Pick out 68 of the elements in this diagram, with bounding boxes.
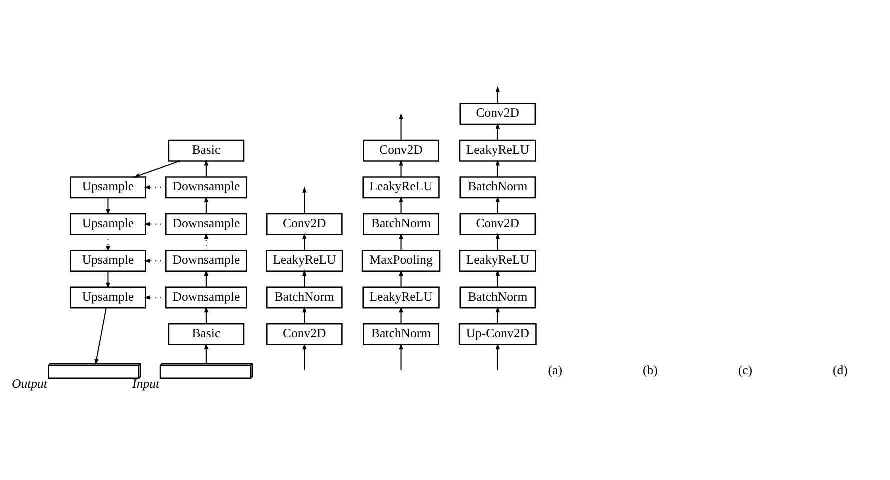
arrow: [204, 270, 209, 288]
arrow: [496, 344, 500, 370]
node-box: LeakyReLU: [362, 176, 440, 199]
arrow: [496, 233, 500, 251]
arrow: [496, 306, 500, 324]
label: (a): [548, 363, 562, 378]
node-box: LeakyReLU: [459, 140, 536, 162]
node-box: LeakyReLU: [362, 286, 440, 309]
arrow: [106, 198, 110, 216]
arrow: [134, 160, 180, 178]
arrow: [496, 122, 500, 140]
node-box: Conv2D: [460, 213, 536, 236]
node-box: Conv2D: [363, 140, 440, 162]
node-box: Downsample: [165, 176, 248, 199]
node-box: LeakyReLU: [459, 250, 536, 272]
arrow: [496, 270, 500, 288]
node-box: Conv2D: [266, 213, 343, 236]
node-box: Up-Conv2D: [458, 324, 537, 346]
node-label: Input: [132, 376, 160, 391]
arrow: [302, 306, 307, 324]
arrow: [106, 234, 110, 252]
arrow: [302, 186, 307, 214]
arrow: [399, 160, 404, 178]
arrow: [496, 86, 500, 104]
arrow: [144, 258, 166, 264]
arrow: [399, 196, 404, 214]
arrow: [144, 296, 166, 300]
node-box: Upsample: [70, 213, 146, 236]
node-label: Output: [12, 376, 48, 391]
arrow: [496, 196, 500, 214]
arrow: [204, 343, 209, 364]
arrow: [302, 270, 307, 288]
node-box: BatchNorm: [363, 324, 440, 346]
node-box: Conv2D: [266, 324, 343, 346]
node-box: BatchNorm: [460, 176, 536, 199]
arrow: [496, 160, 500, 178]
node-box: Basic: [168, 324, 245, 346]
node-box: MaxPooling: [362, 250, 441, 272]
node-box: Upsample: [70, 176, 146, 199]
arrow: [94, 308, 107, 366]
node-box: Basic: [168, 140, 245, 162]
arrow: [399, 113, 404, 140]
arrow: [302, 344, 307, 370]
label: (d): [833, 363, 848, 378]
arrow: [399, 270, 404, 288]
arrow: [204, 233, 209, 251]
node-box: LeakyReLU: [266, 250, 344, 272]
arrow: [302, 233, 307, 251]
arrow: [144, 222, 166, 226]
arrow: [204, 160, 209, 178]
node-box: Downsample: [165, 213, 248, 236]
node-box: Upsample: [70, 250, 146, 272]
node-box: Downsample: [165, 250, 248, 272]
arrow: [106, 271, 110, 289]
node-box: BatchNorm: [460, 286, 536, 309]
node-box: Conv2D: [460, 103, 536, 126]
arrow: [204, 196, 209, 214]
label: (b): [642, 363, 658, 378]
node-box: BatchNorm: [266, 286, 343, 309]
arrow: [399, 233, 404, 251]
node-box: BatchNorm: [363, 213, 440, 236]
label: (c): [738, 363, 753, 378]
arrow: [144, 185, 166, 190]
arrow: [204, 306, 209, 324]
node-box: Downsample: [165, 286, 248, 309]
node-box: Upsample: [70, 286, 146, 309]
arrow: [399, 344, 404, 370]
arrow: [399, 306, 404, 324]
